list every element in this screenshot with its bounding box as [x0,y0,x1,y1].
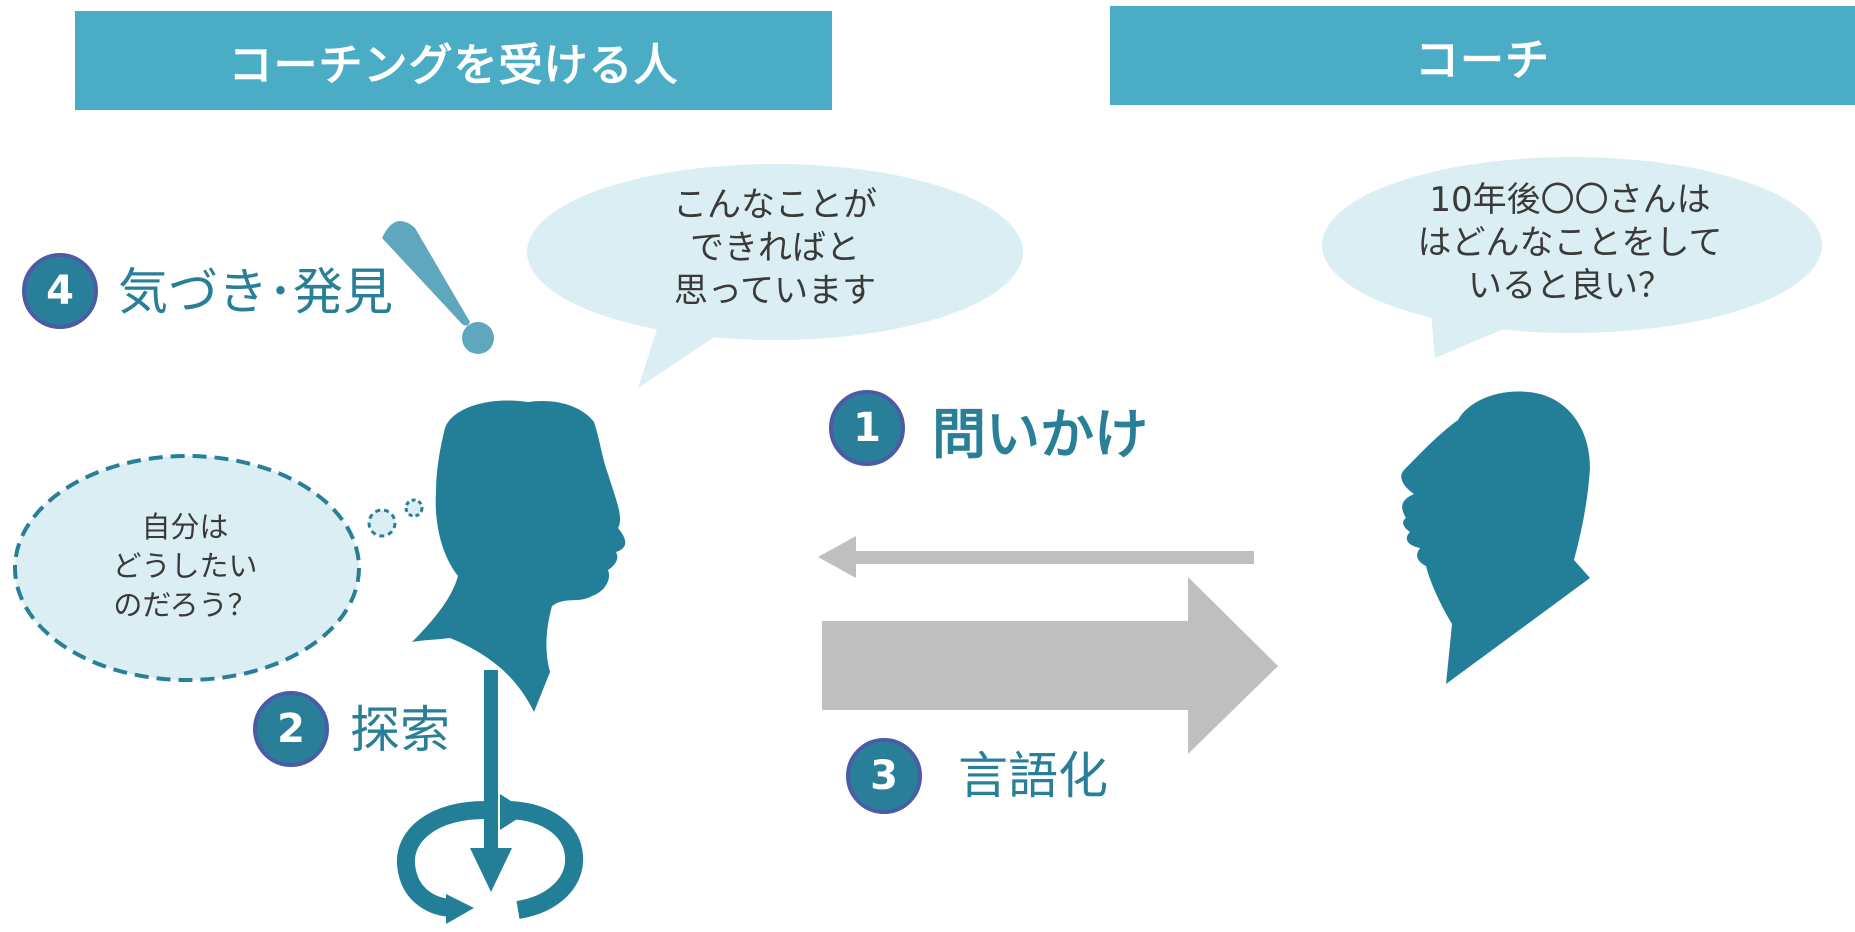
client-speech-line: 思っています [673,271,877,311]
client-speech-line: こんなことが [673,185,877,225]
step-1-badge: 1 [829,390,905,466]
step-2-badge: 2 [253,691,329,767]
step-3-badge: 3 [846,738,922,814]
coach-speech-line: はどんなことをして [1417,223,1723,263]
cycle-arrows-icon [396,801,584,919]
client-thought-line: 自分は [141,510,229,544]
coach-speech-line: 10年後〇〇さんは [1429,180,1711,220]
client-speech-text: こんなことが できればと 思っています [595,184,955,313]
step-4-badge: 4 [22,253,98,329]
cycle-arrowheads [446,794,528,924]
client-head-silhouette-icon [412,400,626,712]
client-thought-line: どうしたい [112,549,258,583]
coach-speech-line: いると良い？ [1468,266,1672,306]
coach-head-silhouette-icon [1401,391,1590,684]
coach-header: コーチ [1110,6,1855,105]
client-thought-bubble [13,454,424,682]
step-1-label: 問いかけ [932,403,1148,466]
verbalization-arrow [822,577,1278,754]
client-speech-line: できればと [690,228,860,268]
question-arrow [818,536,1254,578]
step-4-label: 気づき･発見 [118,263,393,321]
exclamation-icon [382,220,494,354]
client-speech-bubble [527,164,1023,388]
coach-speech-bubble [1322,157,1822,358]
client-thought-line: のだろう？ [113,588,257,622]
step-2-label: 探索 [350,701,450,759]
coach-speech-text: 10年後〇〇さんは はどんなことをして いると良い？ [1330,179,1810,308]
client-thought-text: 自分は どうしたい のだろう？ [45,508,325,625]
client-header: コーチングを受ける人 [75,11,832,110]
explore-down-arrow [470,670,512,892]
step-3-label: 言語化 [958,747,1108,805]
